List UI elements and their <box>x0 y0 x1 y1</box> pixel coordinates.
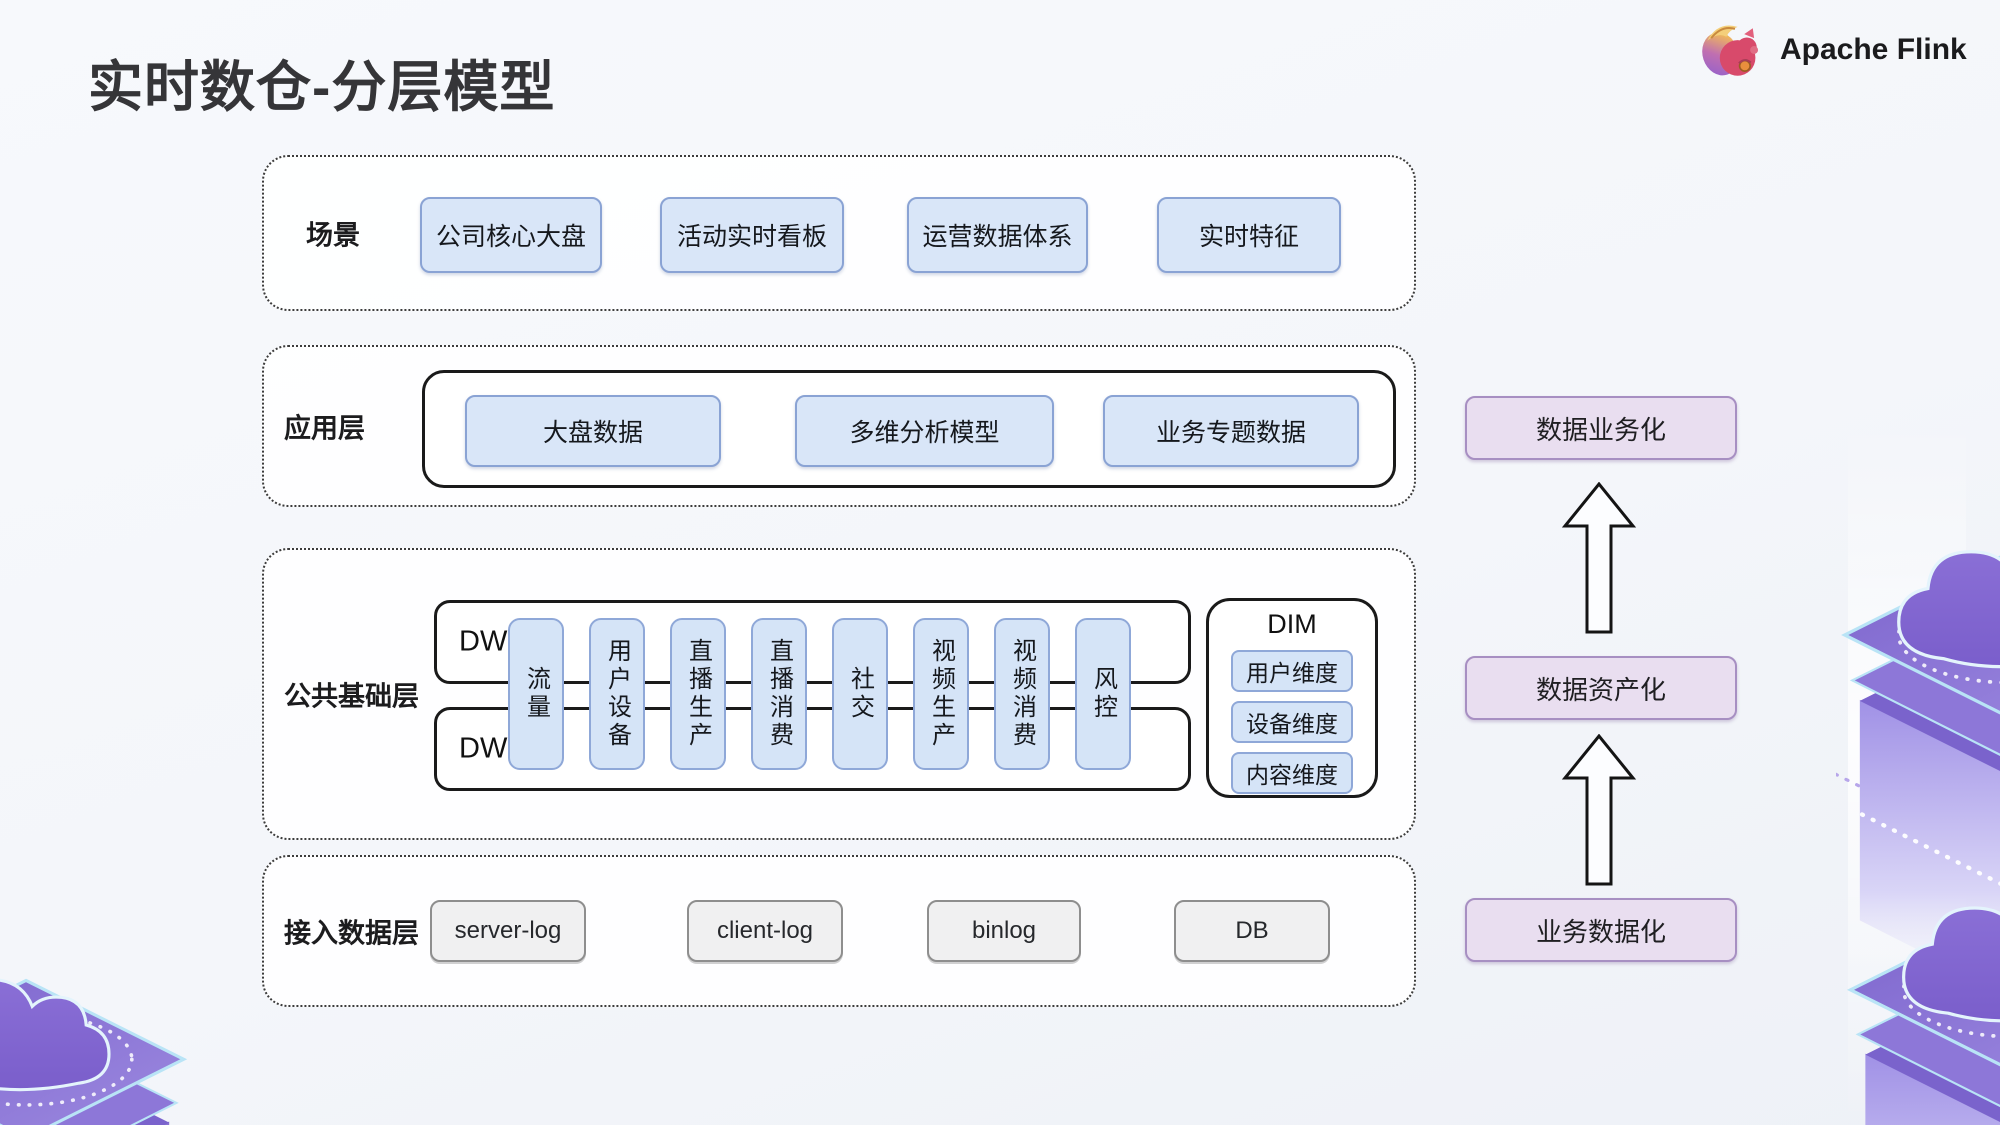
access-source: client-log <box>687 900 843 962</box>
application-layer-group-box: 大盘数据 多维分析模型 业务专题数据 <box>422 370 1396 488</box>
value-flow-top-box: 数据业务化 <box>1465 396 1737 460</box>
scene-layer-label: 场景 <box>306 220 360 251</box>
domain-pill: 社交 <box>832 618 888 770</box>
application-item: 多维分析模型 <box>795 395 1054 467</box>
domain-pill: 流量 <box>508 618 564 770</box>
scene-item: 公司核心大盘 <box>420 197 602 273</box>
scene-item: 活动实时看板 <box>660 197 844 273</box>
access-data-layer-label: 接入数据层 <box>284 918 419 949</box>
scene-item: 实时特征 <box>1157 197 1341 273</box>
scene-layer-panel: 场景 公司核心大盘 活动实时看板 运营数据体系 实时特征 <box>262 155 1416 311</box>
access-data-layer-panel: 接入数据层 server-log client-log binlog DB <box>262 855 1416 1007</box>
dim-box: DIM 用户维度 设备维度 内容维度 <box>1206 598 1378 798</box>
dim-item: 内容维度 <box>1231 752 1353 794</box>
apache-flink-logo: Apache Flink <box>1698 16 1967 84</box>
common-base-layer-panel: 公共基础层 DWS DWD 流量 用户设备 直播生产 直播消费 社交 视频生产 … <box>262 548 1416 840</box>
logo-text: Apache Flink <box>1780 33 1967 66</box>
access-source: DB <box>1174 900 1330 962</box>
application-layer-label: 应用层 <box>284 413 365 444</box>
domain-pill: 直播生产 <box>670 618 726 770</box>
domain-pill: 视频消费 <box>994 618 1050 770</box>
domain-pill: 直播消费 <box>751 618 807 770</box>
page-title: 实时数仓-分层模型 <box>88 56 556 118</box>
application-layer-panel: 应用层 大盘数据 多维分析模型 业务专题数据 <box>262 345 1416 507</box>
scene-item: 运营数据体系 <box>907 197 1088 273</box>
domain-pill: 风控 <box>1075 618 1131 770</box>
isometric-cloud-tower-decoration <box>0 918 192 1125</box>
access-source: binlog <box>927 900 1081 962</box>
up-arrow-icon <box>1561 734 1637 886</box>
isometric-cloud-tower-decoration <box>1836 488 2000 996</box>
dim-item: 设备维度 <box>1231 701 1353 743</box>
value-flow-middle-box: 数据资产化 <box>1465 656 1737 720</box>
isometric-cloud-tower-decoration <box>1842 845 2000 1125</box>
flink-squirrel-icon <box>1702 25 1759 76</box>
value-flow-bottom-box: 业务数据化 <box>1465 898 1737 962</box>
dim-label: DIM <box>1267 609 1317 639</box>
access-source: server-log <box>430 900 586 962</box>
application-item: 大盘数据 <box>465 395 721 467</box>
domain-pill: 用户设备 <box>589 618 645 770</box>
dim-item: 用户维度 <box>1231 650 1353 692</box>
up-arrow-icon <box>1561 482 1637 634</box>
domain-pill: 视频生产 <box>913 618 969 770</box>
common-base-layer-label: 公共基础层 <box>284 681 419 712</box>
background-light-band <box>1848 420 1966 1125</box>
application-item: 业务专题数据 <box>1103 395 1359 467</box>
